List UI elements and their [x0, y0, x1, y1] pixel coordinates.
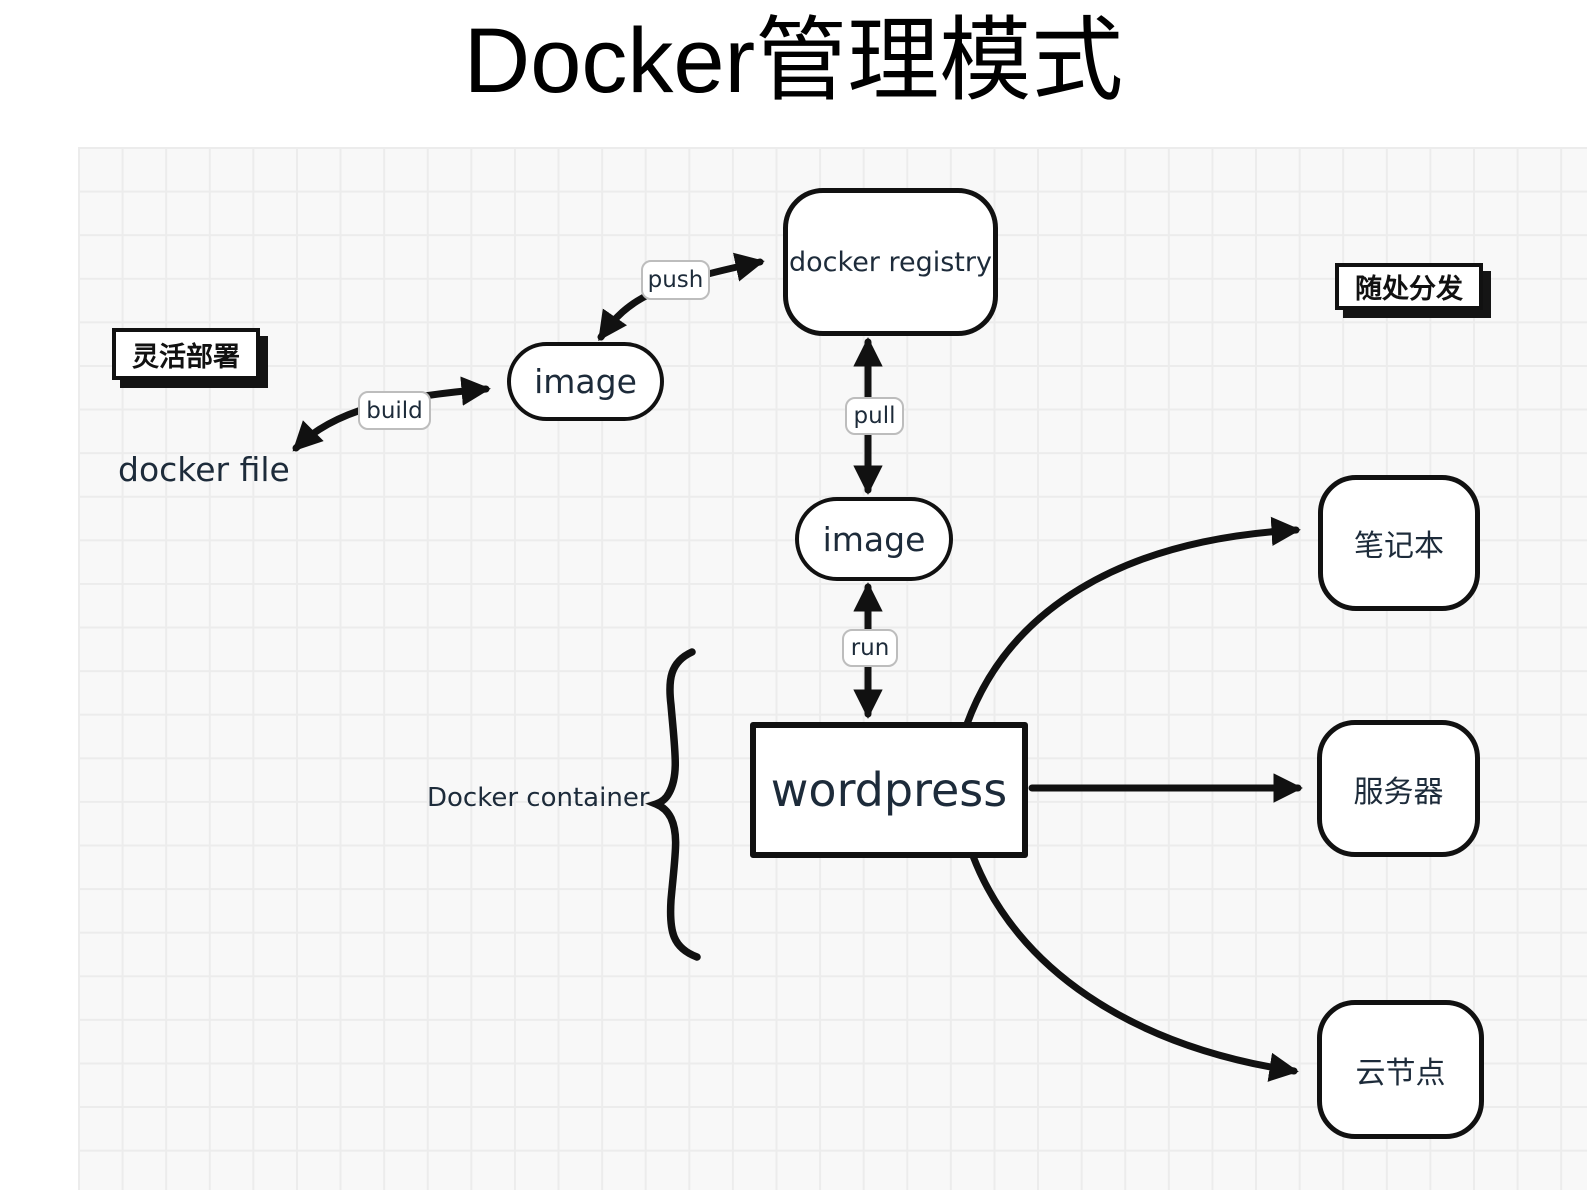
node-docker-registry: docker registry [783, 188, 998, 336]
docker-container-label: Docker container [427, 783, 650, 813]
badge-distribute-anywhere: 随处分发 [1335, 263, 1483, 310]
node-image-top: image [507, 342, 664, 421]
edge-label-run: run [842, 629, 898, 667]
docker-file-label: docker file [118, 450, 290, 489]
page-title: Docker管理模式 [463, 10, 1124, 112]
node-server: 服务器 [1317, 720, 1480, 857]
node-cloud: 云节点 [1317, 1000, 1484, 1139]
node-wordpress: wordpress [750, 722, 1028, 858]
node-image-mid: image [795, 497, 953, 581]
edge-to-laptop [963, 516, 1301, 728]
edge-to-cloud [969, 852, 1299, 1082]
edge-label-pull: pull [845, 397, 904, 435]
curly-brace [645, 648, 701, 961]
node-laptop: 笔记本 [1318, 475, 1480, 611]
badge-flexible-deploy: 灵活部署 [112, 328, 260, 380]
edge-label-push: push [641, 260, 710, 300]
edge-label-build: build [358, 391, 431, 430]
